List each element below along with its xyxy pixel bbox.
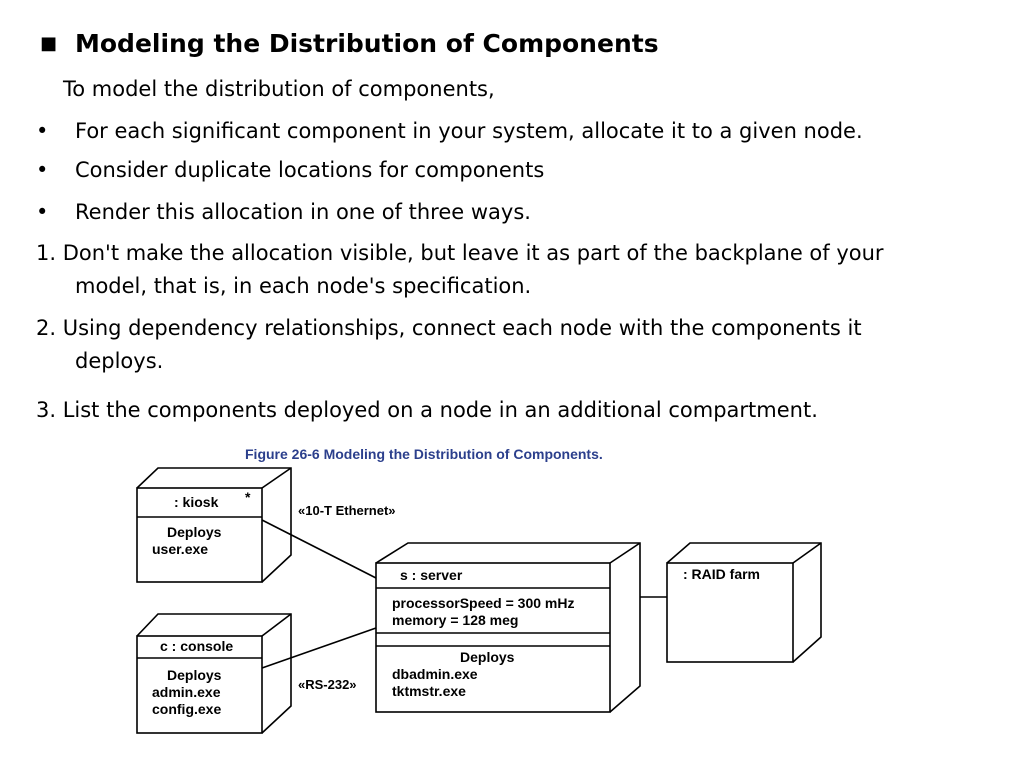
intro-text: To model the distribution of components,	[63, 77, 495, 101]
bullet-icon: •	[36, 200, 49, 224]
kiosk-star: *	[245, 489, 251, 505]
kiosk-name: : kiosk	[174, 494, 219, 510]
console-deploys-label: Deploys	[167, 667, 222, 683]
bullet-item-3: Render this allocation in one of three w…	[75, 200, 531, 224]
console-name: c : console	[160, 638, 233, 654]
numbered-item-2-line2: deploys.	[75, 349, 164, 373]
server-deploys-label: Deploys	[460, 649, 515, 665]
numbered-item-3: 3. List the components deployed on a nod…	[36, 398, 818, 422]
server-name: s : server	[400, 567, 463, 583]
numbered-item-1-line2: model, that is, in each node's specifica…	[75, 274, 532, 298]
console-component: admin.exe	[152, 684, 221, 700]
console-component: config.exe	[152, 701, 221, 717]
rs232-label: «RS-232»	[298, 677, 357, 692]
bullet-icon: •	[36, 119, 49, 143]
figure-caption: Figure 26-6 Modeling the Distribution of…	[245, 446, 603, 462]
ethernet-label: «10-T Ethernet»	[298, 503, 396, 518]
square-bullet-icon: ■	[40, 33, 58, 54]
raid-name: : RAID farm	[683, 566, 760, 582]
bullet-item-1: For each significant component in your s…	[75, 119, 863, 143]
raid-node	[666, 542, 822, 663]
numbered-item-2-line1: 2. Using dependency relationships, conne…	[36, 316, 862, 340]
kiosk-node	[136, 467, 292, 583]
slide-title: Modeling the Distribution of Components	[75, 29, 659, 58]
server-attribute: processorSpeed = 300 mHz	[392, 595, 574, 611]
server-component: dbadmin.exe	[392, 666, 478, 682]
server-node	[375, 542, 641, 713]
kiosk-deploys-label: Deploys	[167, 524, 222, 540]
bullet-item-2: Consider duplicate locations for compone…	[75, 158, 545, 182]
kiosk-component: user.exe	[152, 541, 208, 557]
rs232-link	[261, 627, 377, 669]
console-node	[136, 613, 292, 734]
server-attribute: memory = 128 meg	[392, 612, 518, 628]
ethernet-link	[261, 519, 377, 579]
numbered-item-1-line1: 1. Don't make the allocation visible, bu…	[36, 241, 884, 265]
server-component: tktmstr.exe	[392, 683, 466, 699]
bullet-icon: •	[36, 158, 49, 182]
